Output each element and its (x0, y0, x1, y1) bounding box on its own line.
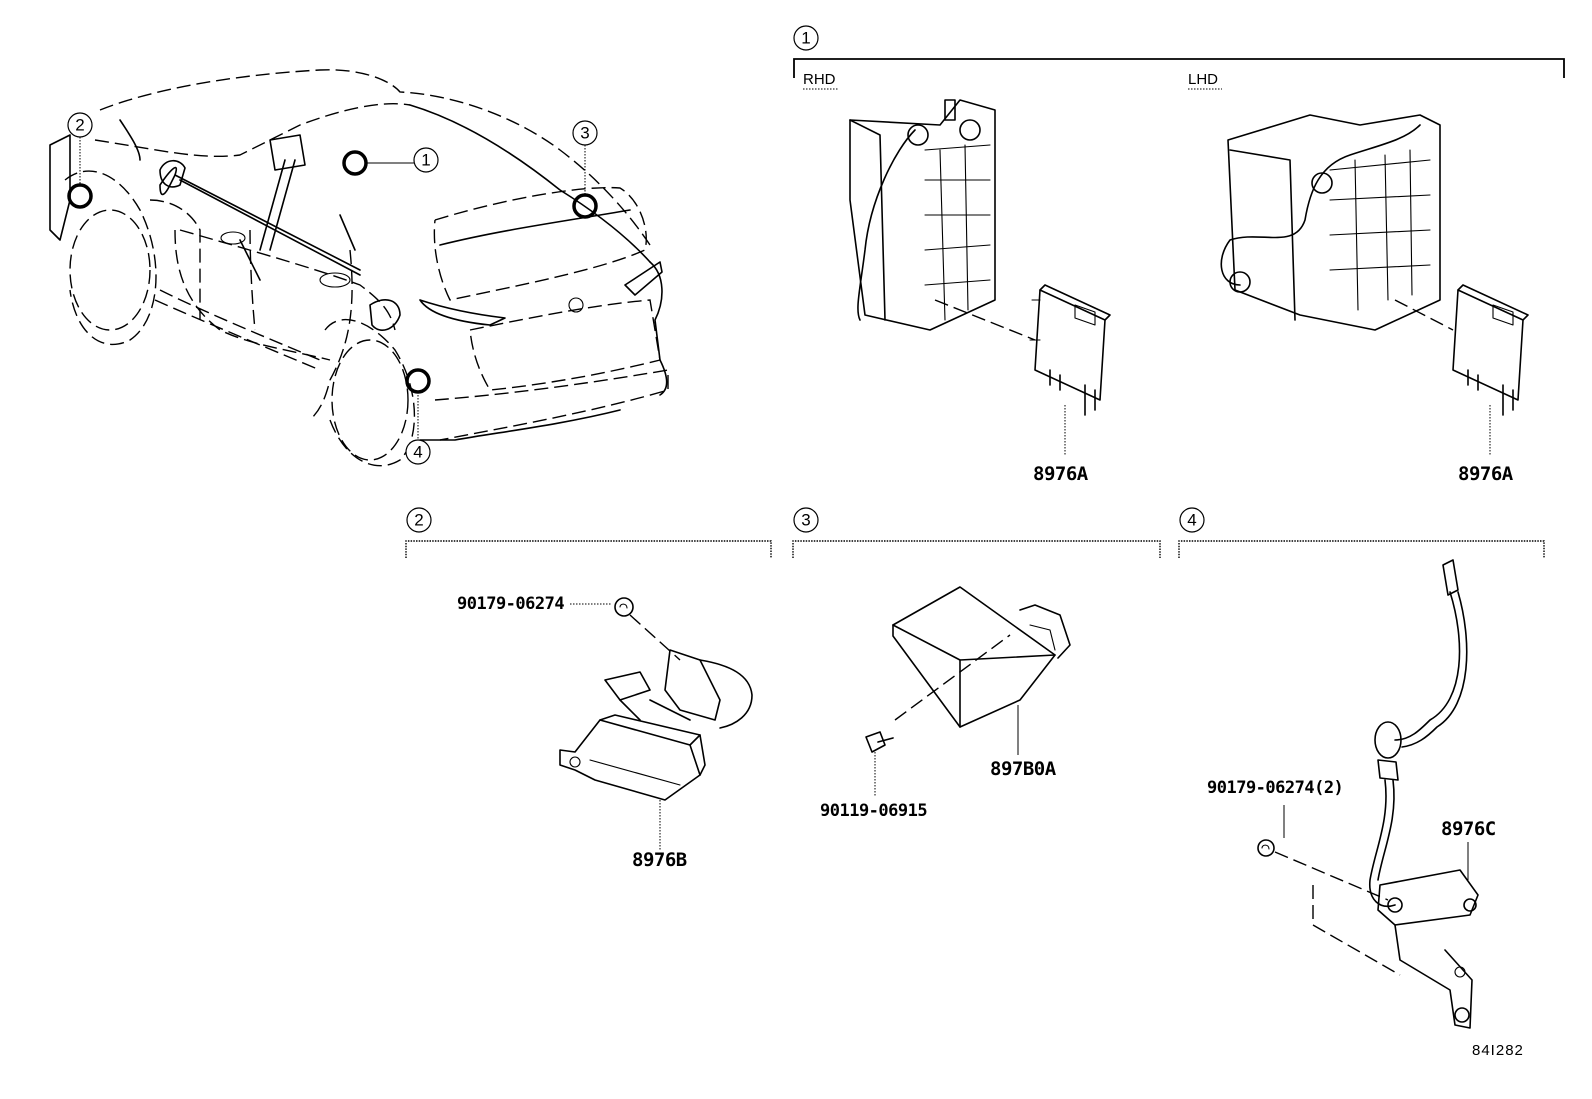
section-3: 3 90119-06915 897B0A (792, 507, 1161, 821)
section-3-callout: 3 (793, 507, 819, 533)
section-1: 1 RHD LHD 8976A (793, 25, 1565, 485)
part-label-897B0A: 897B0A (990, 758, 1057, 780)
diagram-reference-code: 84I282 (1472, 1042, 1524, 1059)
clip-icon-2 (1257, 839, 1275, 857)
overview-callout-3: 3 (572, 120, 598, 146)
rhd-label: RHD (803, 71, 836, 88)
section-2-callout: 2 (406, 507, 432, 533)
svg-text:3: 3 (580, 124, 589, 143)
section-4: 4 90179-06274(2) 8976C (1178, 507, 1545, 1029)
part-label-8976C: 8976C (1441, 818, 1496, 840)
overview-callout-4: 4 (405, 439, 431, 465)
part-label-90179-06274-2: 90179-06274(2) (1207, 778, 1343, 798)
clip-icon (614, 597, 634, 617)
module-897B0A (892, 586, 1071, 728)
part-label-8976A-rhd: 8976A (1033, 463, 1089, 485)
overview-callout-1: 1 (413, 147, 439, 173)
part-label-8976A-lhd: 8976A (1458, 463, 1514, 485)
location-marker-2 (67, 183, 93, 209)
part-label-90119-06915: 90119-06915 (820, 801, 927, 821)
lhd-junction-block (1220, 114, 1441, 331)
location-marker-1 (342, 150, 368, 176)
vehicle-overview: 1 2 3 4 (49, 69, 669, 467)
location-marker-3 (572, 193, 598, 219)
svg-text:1: 1 (421, 151, 430, 170)
svg-text:4: 4 (413, 443, 422, 462)
section-1-bracket (793, 58, 1565, 78)
part-label-8976B: 8976B (632, 849, 687, 871)
overview-callout-2: 2 (67, 112, 93, 138)
lhd-ecu-8976A (1452, 284, 1529, 416)
section-1-callout: 1 (793, 25, 819, 51)
section-4-bracket (1178, 540, 1545, 558)
section-4-callout: 4 (1179, 507, 1205, 533)
section-3-bracket (792, 540, 1161, 558)
section-2-bracket (405, 540, 772, 558)
lhd-label: LHD (1188, 71, 1218, 88)
rhd-ecu-8976A (1029, 284, 1111, 416)
svg-text:1: 1 (801, 29, 810, 48)
svg-text:2: 2 (75, 116, 84, 135)
svg-text:4: 4 (1187, 511, 1196, 530)
part-label-90179-06274: 90179-06274 (457, 594, 564, 614)
rhd-junction-block (849, 99, 996, 331)
sensor-8976C (1369, 559, 1479, 1029)
location-marker-4 (405, 368, 431, 394)
svg-text:2: 2 (414, 511, 423, 530)
svg-text:3: 3 (801, 511, 810, 530)
section-2: 2 90179-06274 8976B (405, 507, 772, 871)
bolt-icon (865, 731, 894, 753)
sensor-8976B (559, 649, 753, 801)
